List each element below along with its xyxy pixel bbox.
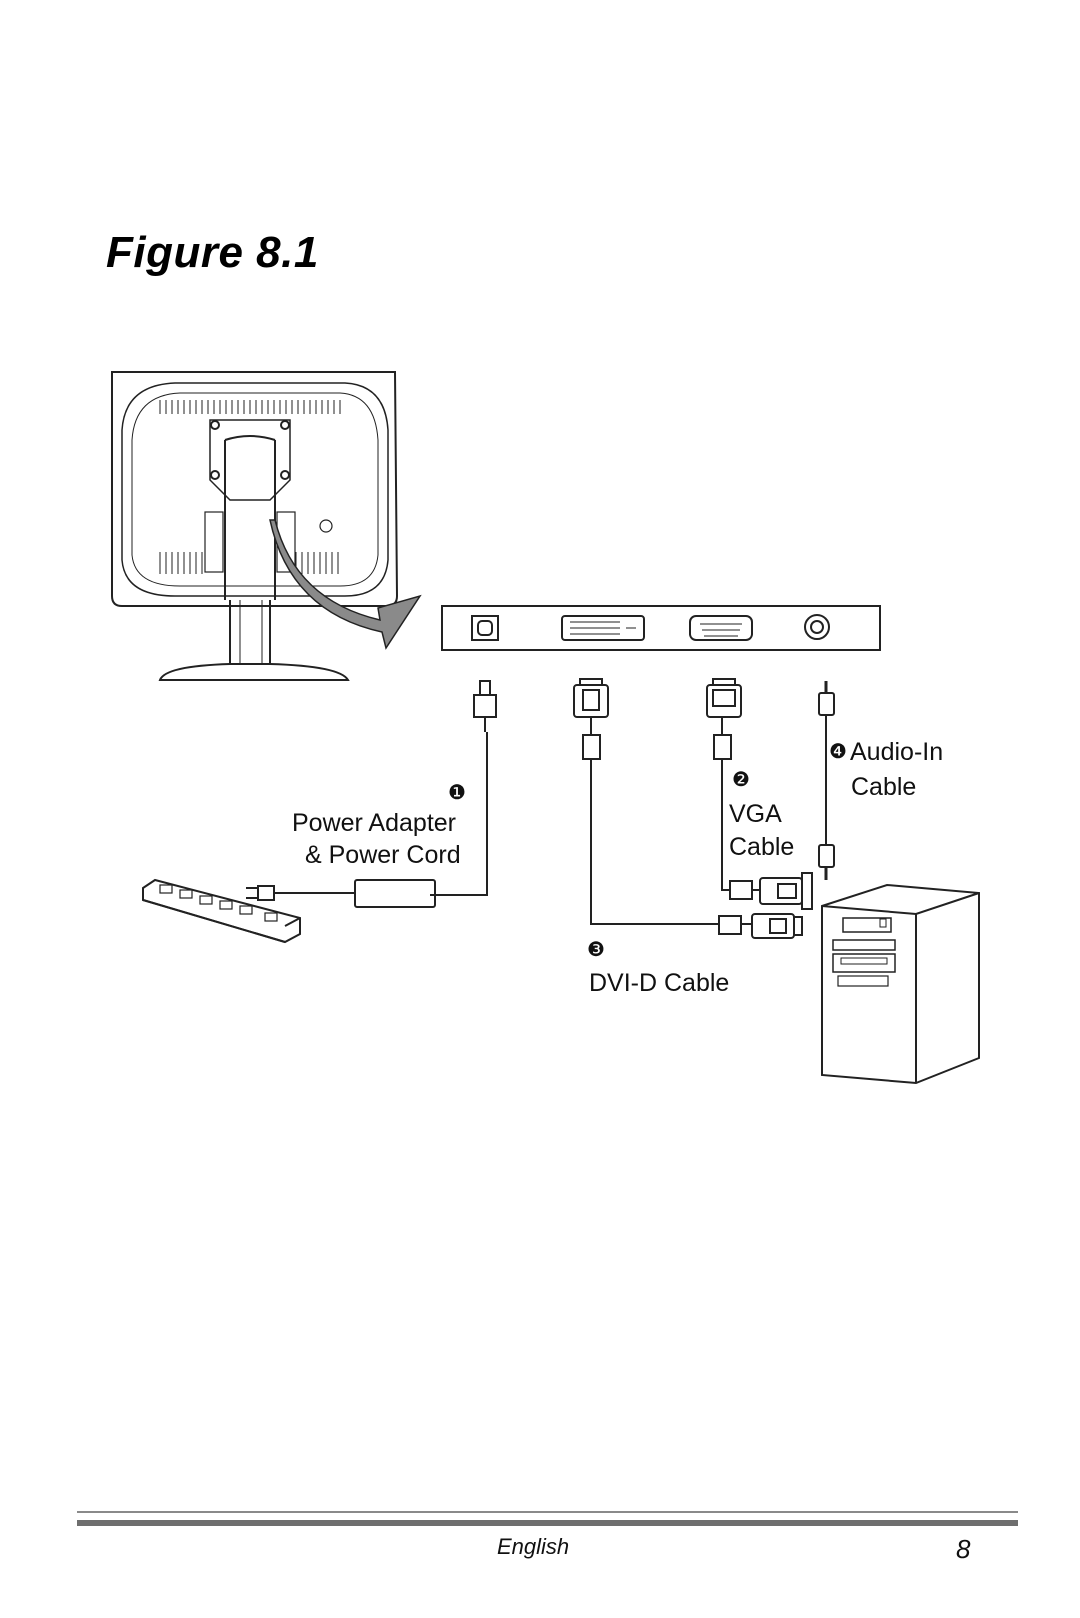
footer-rule-thin [77,1511,1018,1513]
power-callout-line1: Power Adapter [292,809,456,837]
page-number: 8 [956,1534,971,1564]
zoom-arrow-icon [269,519,422,650]
footer-rule-thick [77,1520,1018,1526]
power-cable [246,680,497,908]
audio-callout-marker: ❹ [829,739,847,763]
audio-callout-line2: Cable [851,773,916,801]
vga-callout-marker: ❷ [732,767,750,791]
vga-callout-line2: Cable [729,833,794,861]
vga-callout-line1: VGA [729,800,782,828]
dvi-callout-marker: ❸ [587,937,605,961]
pc-tower [821,883,980,1085]
power-strip [142,878,301,944]
audio-in-cable [818,681,835,880]
power-callout-marker: ❶ [448,780,466,804]
vga-cable [706,678,813,910]
connector-panel [441,605,881,651]
audio-callout-line1: Audio-In [850,738,943,766]
dvi-d-cable [573,678,803,939]
footer-language: English [497,1534,570,1559]
power-callout-line2: & Power Cord [305,841,461,869]
monitor-back-illustration [111,371,399,681]
dvi-callout-line1: DVI-D Cable [589,969,729,997]
figure-title: Figure 8.1 [106,228,319,277]
